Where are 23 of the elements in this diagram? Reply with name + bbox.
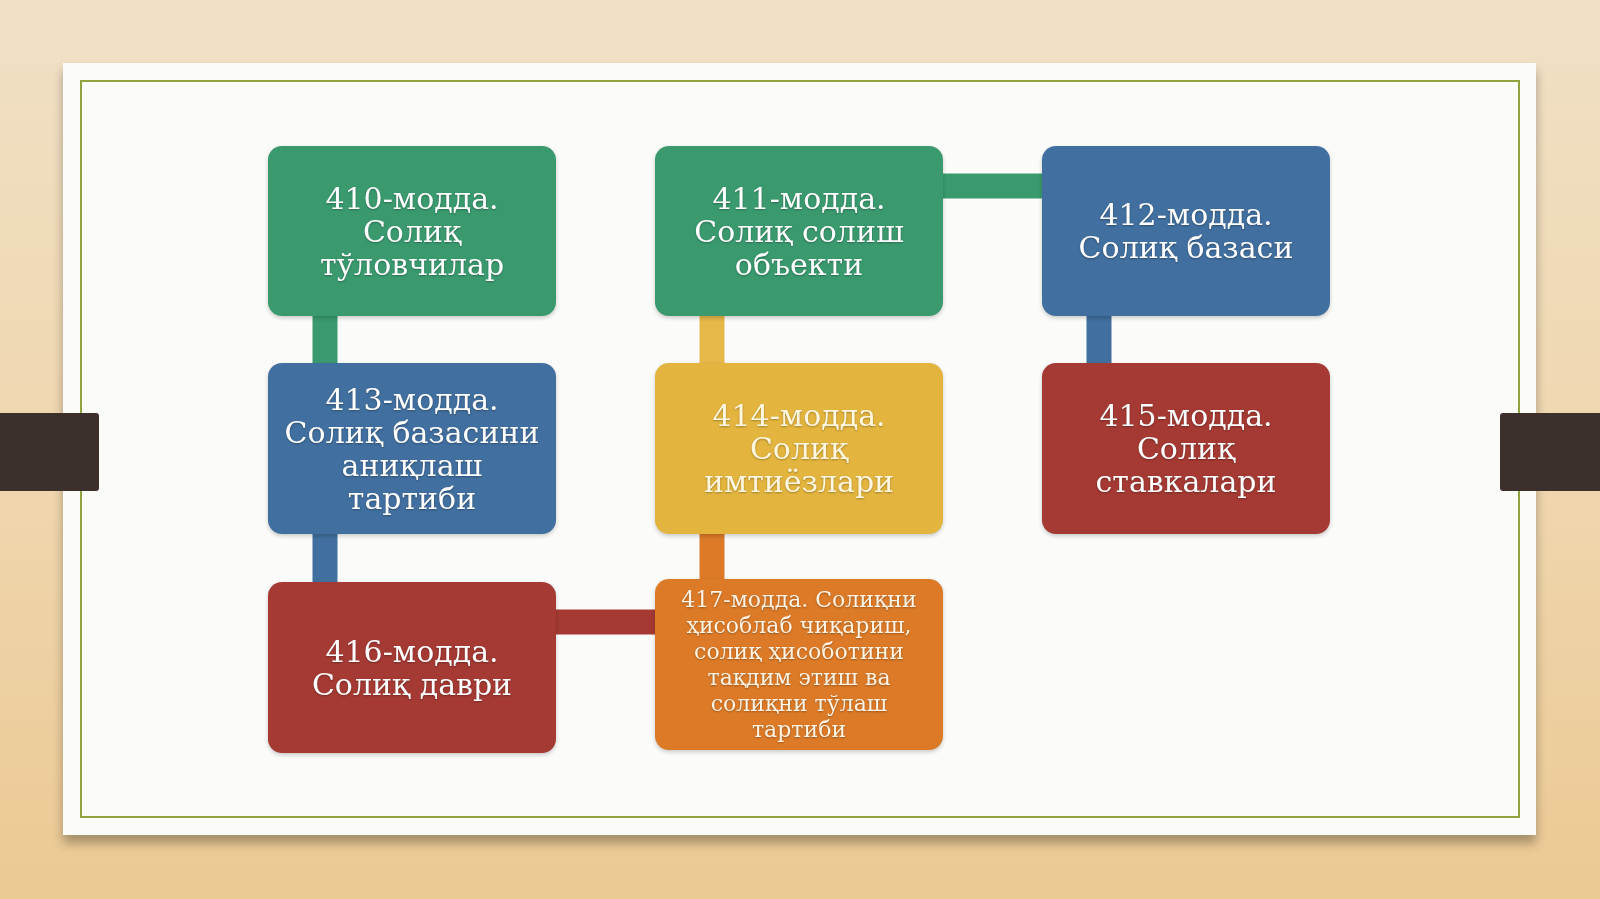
article-title: 417-модда. Солиқни ҳисоблаб чиқариш, солиқ ҳисоботини тақдим этиш ва солиқни тўлаш тартиби [680, 586, 918, 743]
article-box [268, 363, 556, 534]
article-box [655, 363, 943, 534]
article-box [655, 146, 943, 316]
article-title: 414-модда. Солиқ имтиёзлари [702, 399, 896, 498]
connector-bar [1086, 316, 1112, 363]
article-title: 410-модда. Солиқ тўловчилар [318, 181, 506, 281]
connector-bar [699, 316, 725, 363]
connector-bar [556, 609, 655, 635]
article-box [1042, 363, 1330, 534]
article-title: 415-модда. Солиқ ставкалари [1094, 399, 1278, 498]
article-box [655, 579, 943, 750]
article-title: 412-модда. Солиқ базаси [1077, 198, 1295, 264]
article-title: 416-модда. Солиқ даври [310, 634, 514, 701]
connector-bar [312, 534, 338, 582]
article-box [268, 582, 556, 753]
article-title: 411-модда. Солиқ солиш объекти [693, 181, 905, 281]
connector-bar [943, 173, 1042, 199]
connector-bar [312, 316, 338, 363]
article-box [1042, 146, 1330, 316]
connector-bar [699, 534, 725, 579]
article-title: 413-модда. Солиқ базасини аниқлаш тартиби [283, 382, 541, 515]
article-box [268, 146, 556, 316]
